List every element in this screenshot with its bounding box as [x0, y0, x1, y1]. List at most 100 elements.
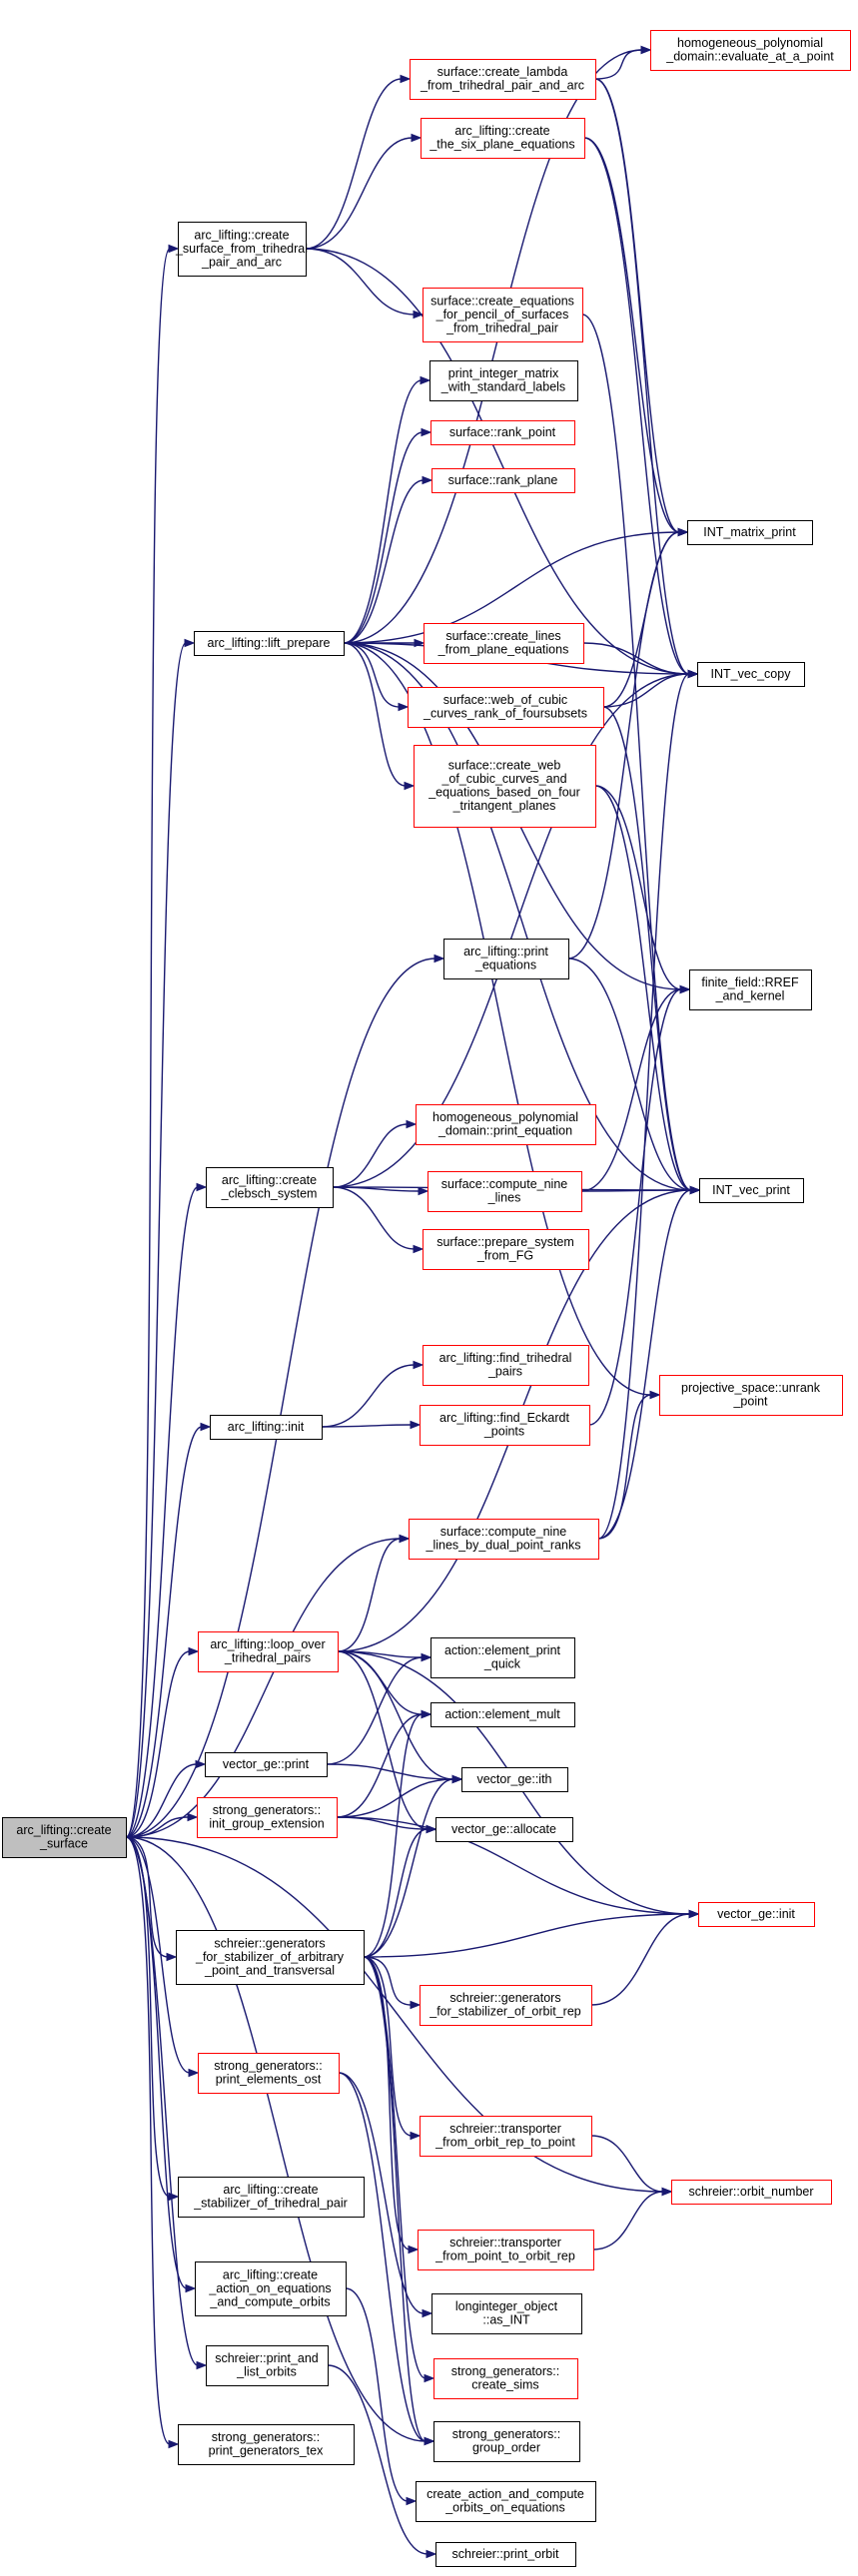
edge-schreier_gen_arbitrary-to-element_mult: [363, 1713, 424, 1958]
node-compute-nine-dual[interactable]: surface::compute_nine_lines_by_dual_poin…: [409, 1519, 599, 1560]
node-box: [699, 1178, 804, 1203]
edge-lift_prepare-to-int_vec_print: [343, 642, 692, 1191]
node-label-line: surface::prepare_system: [436, 1235, 574, 1249]
node-label-line: _lines: [487, 1191, 521, 1205]
node-label-line: schreier::print_orbit: [452, 2547, 560, 2561]
edge-arrowhead: [168, 2192, 180, 2202]
node-vector-ge-print[interactable]: vector_ge::print: [205, 1752, 328, 1777]
node-element-print-quick[interactable]: action::element_print_quick: [430, 1637, 575, 1678]
node-label-line: group_order: [472, 2441, 540, 2455]
edge-arrowhead: [424, 2436, 435, 2446]
node-init[interactable]: arc_lifting::init: [210, 1415, 323, 1440]
node-label-line: _from_trihedral_pair_and_arc: [420, 79, 584, 93]
edge-transporter_rep_to_point-to-orbit_number: [590, 2135, 664, 2193]
node-group-order[interactable]: strong_generators::group_order: [433, 2421, 580, 2462]
node-transporter-point-to-rep[interactable]: schreier::transporter_from_point_to_orbi…: [418, 2230, 594, 2270]
node-label-line: _surface: [39, 1837, 88, 1851]
node-create-surface[interactable]: arc_lifting::create_surface: [2, 1817, 127, 1858]
node-schreier-gen-orbit-rep[interactable]: schreier::generators_for_stabilizer_of_o…: [420, 1985, 592, 2026]
node-schreier-gen-arbitrary[interactable]: schreier::generators_for_stabilizer_of_a…: [176, 1930, 365, 1985]
edge-create_surface-to-print_and_list_orbits: [125, 1836, 199, 2366]
node-label-line: homogeneous_polynomial: [677, 36, 823, 50]
edge-web_rank-to-int_vec_copy: [602, 673, 690, 708]
node-rank-point[interactable]: surface::rank_point: [430, 420, 575, 445]
node-print-elements-ost[interactable]: strong_generators::print_elements_ost: [198, 2053, 340, 2094]
node-hp-evaluate[interactable]: homogeneous_polynomial_domain::evaluate_…: [650, 30, 851, 71]
node-init-group-ext[interactable]: strong_generators::init_group_extension: [197, 1797, 338, 1838]
node-create-web[interactable]: surface::create_web_of_cubic_curves_and_…: [414, 745, 596, 828]
node-label-line: _domain::evaluate_at_a_point: [665, 50, 834, 64]
node-create-action[interactable]: arc_lifting::create_action_on_equations_…: [195, 2261, 347, 2316]
node-as-int[interactable]: longinteger_object::as_INT: [431, 2293, 582, 2334]
node-compute-nine[interactable]: surface::compute_nine_lines: [428, 1171, 582, 1212]
node-label-line: homogeneous_polynomial: [432, 1110, 578, 1124]
edge-create_web-to-rref_kernel: [594, 785, 682, 990]
node-label-line: arc_lifting::create: [223, 2267, 318, 2281]
node-find-eckardt[interactable]: arc_lifting::find_Eckardt_points: [420, 1405, 590, 1446]
node-label-line: arc_lifting::create: [16, 1823, 111, 1837]
node-rank-plane[interactable]: surface::rank_plane: [431, 468, 575, 493]
node-label-line: surface::web_of_cubic: [443, 693, 567, 707]
node-create-six-plane[interactable]: arc_lifting::create_the_six_plane_equati…: [421, 118, 585, 159]
node-print-int-matrix[interactable]: print_integer_matrix_with_standard_label…: [429, 360, 578, 401]
node-box: [429, 360, 578, 401]
node-create-action-compute[interactable]: create_action_and_compute_orbits_on_equa…: [416, 2481, 596, 2522]
edge-create_surface-to-loop_over: [125, 1650, 191, 1838]
node-loop-over[interactable]: arc_lifting::loop_over_trihedral_pairs: [198, 1631, 339, 1672]
edge-create_clebsch-to-int_vec_copy: [332, 673, 690, 1188]
node-int-vec-print[interactable]: INT_vec_print: [699, 1178, 804, 1203]
node-create-surface-from-trihedral[interactable]: arc_lifting::create_surface_from_trihedr…: [175, 222, 308, 277]
edge-print_and_list_orbits-to-print_orbit: [327, 2364, 429, 2555]
node-create-sims[interactable]: strong_generators::create_sims: [433, 2358, 578, 2399]
edge-vector_ge_print-to-vector_ge_ith: [326, 1763, 454, 1780]
node-print-and-list-orbits[interactable]: schreier::print_and_list_orbits: [206, 2345, 329, 2386]
node-orbit-number[interactable]: schreier::orbit_number: [671, 2180, 832, 2205]
node-label-line: arc_lifting::loop_over: [210, 1637, 325, 1651]
node-label-line: surface::create_lines: [445, 629, 560, 643]
node-label-line: _from_plane_equations: [437, 643, 569, 657]
node-label-line: projective_space::unrank: [681, 1381, 821, 1395]
edge-arrowhead: [677, 527, 689, 537]
node-vector-ge-allocate[interactable]: vector_ge::allocate: [435, 1817, 573, 1842]
node-box: [430, 1637, 575, 1678]
node-print-equations[interactable]: arc_lifting::print_equations: [443, 939, 569, 979]
node-box: [178, 2424, 355, 2465]
node-create-eq-pencil[interactable]: surface::create_equations_for_pencil_of_…: [423, 288, 583, 342]
edge-arrowhead: [640, 45, 652, 55]
node-int-matrix-print[interactable]: INT_matrix_print: [687, 520, 813, 545]
node-prepare-system[interactable]: surface::prepare_system_from_FG: [423, 1229, 589, 1270]
node-create-lambda[interactable]: surface::create_lambda_from_trihedral_pa…: [410, 59, 596, 100]
node-label-line: vector_ge::ith: [476, 1772, 551, 1786]
node-label-line: surface::create_web: [448, 759, 561, 773]
node-vector-ge-init[interactable]: vector_ge::init: [698, 1902, 815, 1927]
edges-layer: [125, 45, 701, 2559]
node-print-orbit[interactable]: schreier::print_orbit: [435, 2542, 576, 2567]
node-lift-prepare[interactable]: arc_lifting::lift_prepare: [194, 631, 345, 656]
node-create-stabilizer[interactable]: arc_lifting::create_stabilizer_of_trihed…: [178, 2177, 365, 2218]
edge-arrowhead: [421, 1709, 432, 1719]
node-element-mult[interactable]: action::element_mult: [430, 1702, 575, 1727]
node-rref-kernel[interactable]: finite_field::RREF_and_kernel: [689, 969, 812, 1010]
node-label-line: arc_lifting::init: [228, 1420, 305, 1434]
node-find-trihedral[interactable]: arc_lifting::find_trihedral_pairs: [423, 1345, 589, 1386]
edge-create_surface-to-create_action: [125, 1836, 188, 2289]
node-create-lines[interactable]: surface::create_lines_from_plane_equatio…: [424, 623, 584, 664]
node-box: [198, 1631, 339, 1672]
node-int-vec-copy[interactable]: INT_vec_copy: [697, 662, 805, 687]
edge-create_lambda-to-hp_evaluate: [594, 49, 643, 80]
edge-create_lines-to-int_vec_copy: [582, 642, 690, 675]
node-box: [698, 1902, 815, 1927]
node-hp-print-eq[interactable]: homogeneous_polynomial_domain::print_equ…: [416, 1104, 596, 1145]
node-transporter-rep-to-point[interactable]: schreier::transporter_from_orbit_rep_to_…: [420, 2116, 592, 2157]
node-box: [178, 222, 307, 277]
node-box: [420, 1985, 592, 2026]
node-print-generators-tex[interactable]: strong_generators::print_generators_tex: [178, 2424, 355, 2465]
node-label-line: surface::compute_nine: [440, 1525, 567, 1539]
node-web-rank[interactable]: surface::web_of_cubic_curves_rank_of_fou…: [408, 687, 604, 728]
node-create-clebsch[interactable]: arc_lifting::create_clebsch_system: [206, 1167, 334, 1208]
node-ps-unrank[interactable]: projective_space::unrank_point: [659, 1375, 843, 1416]
edge-arrowhead: [661, 2187, 673, 2197]
node-vector-ge-ith[interactable]: vector_ge::ith: [461, 1767, 568, 1792]
node-label-line: _for_stabilizer_of_arbitrary: [195, 1950, 345, 1964]
